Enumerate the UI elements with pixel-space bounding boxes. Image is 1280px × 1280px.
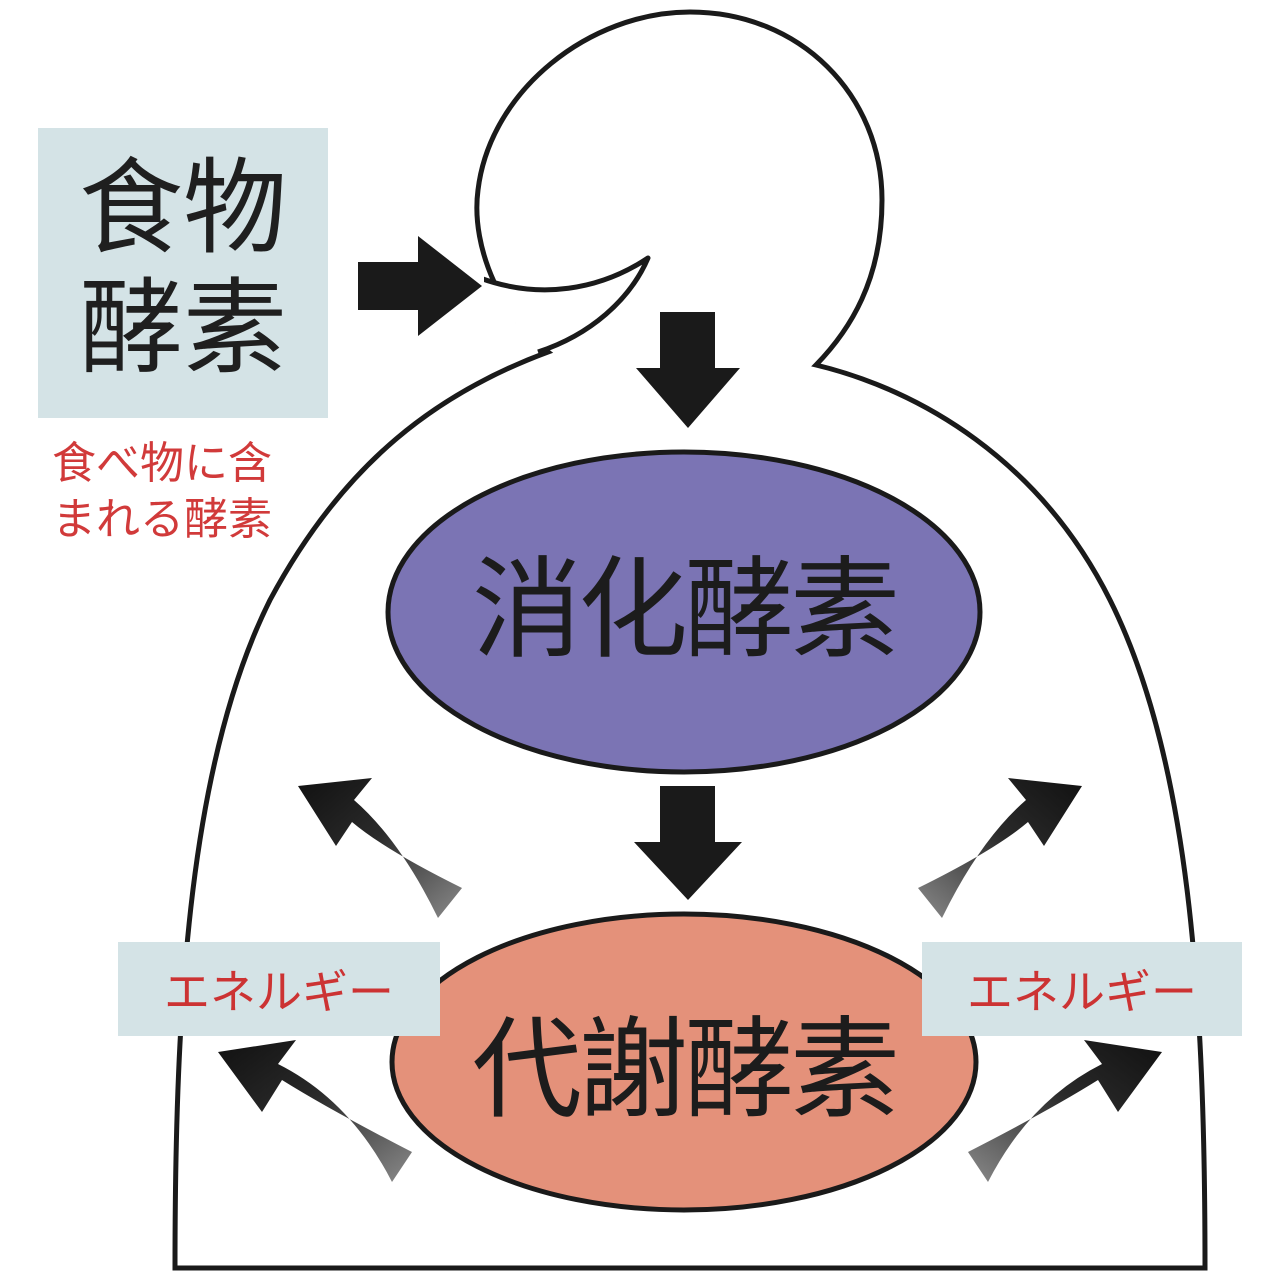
metabolic-enzyme-label: 代謝酵素 bbox=[392, 1000, 976, 1140]
food-enzyme-note: 食べ物に含 まれる酵素 bbox=[52, 436, 352, 548]
arrow-into-mouth bbox=[358, 236, 482, 336]
energy-label-right: エネルギー bbox=[922, 942, 1242, 1036]
food-enzyme-label: 食物 酵素 bbox=[38, 148, 328, 398]
energy-label-left: エネルギー bbox=[118, 942, 440, 1036]
digestive-enzyme-label: 消化酵素 bbox=[388, 540, 980, 680]
